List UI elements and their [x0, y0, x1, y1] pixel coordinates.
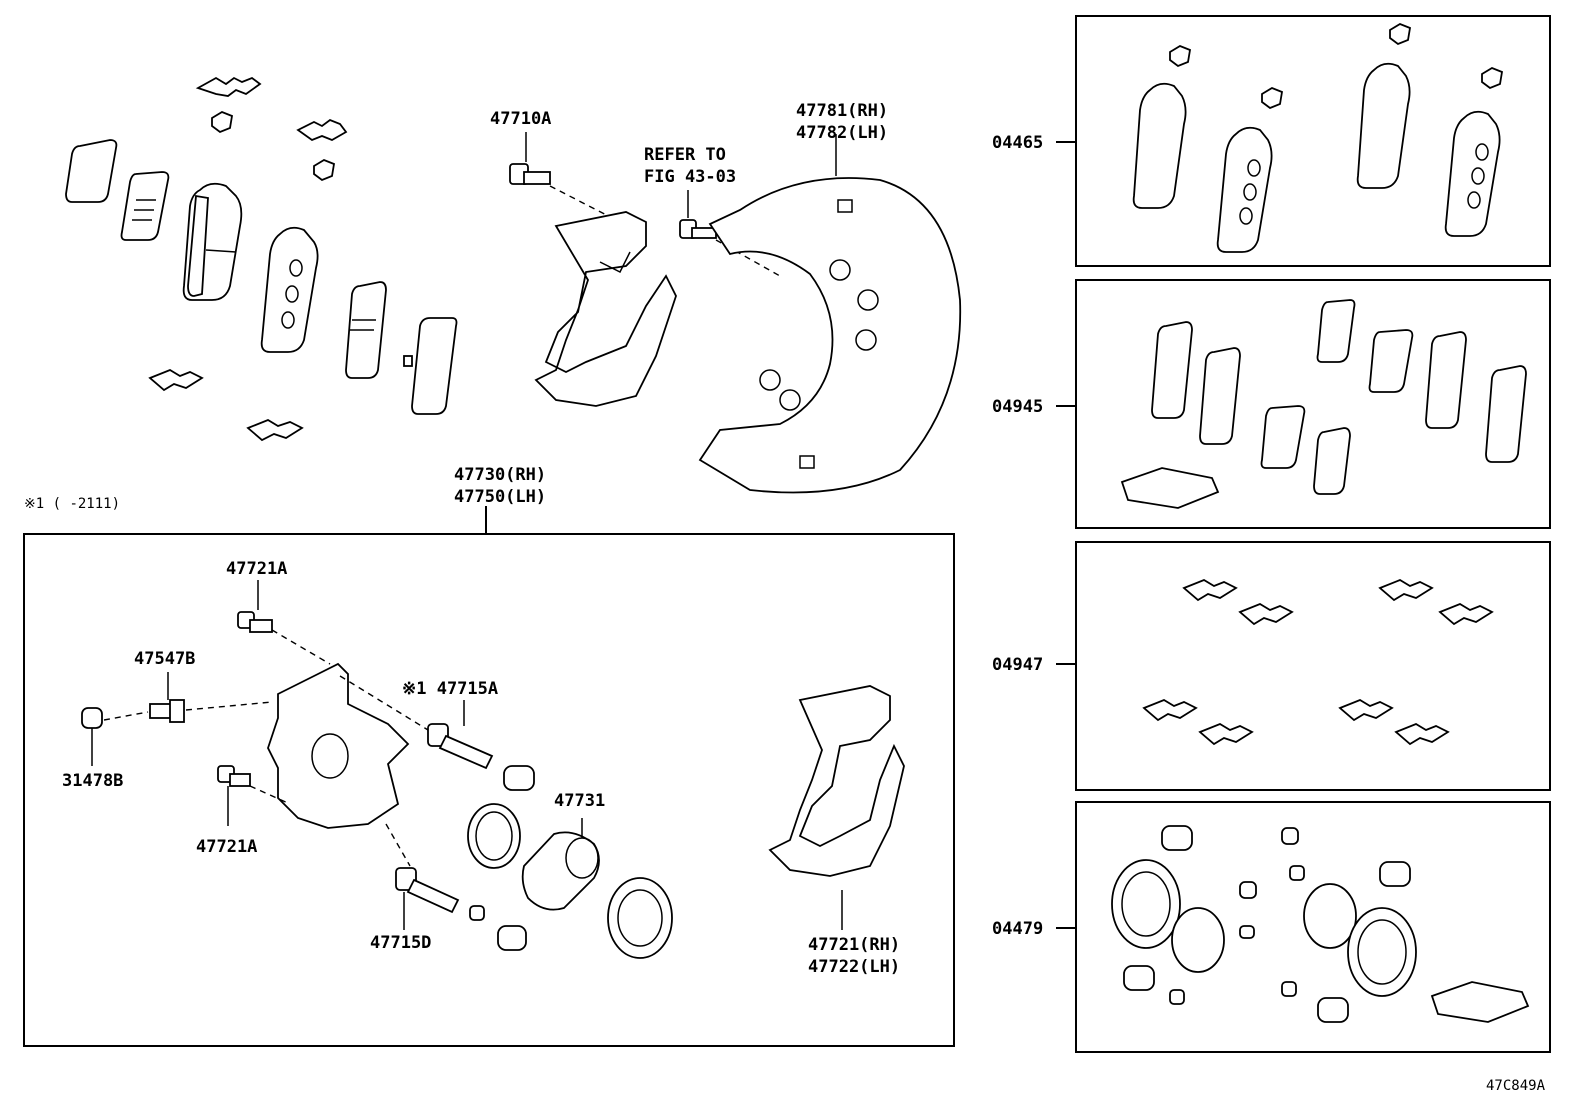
label-04465: 04465 — [992, 133, 1043, 153]
piston-seal — [467, 803, 521, 869]
caliper-mounting-lower — [768, 685, 905, 930]
anti-squeal-shim-4 — [403, 317, 458, 415]
label-47710a: 47710A — [490, 109, 551, 129]
label-47722: 47722(LH) — [808, 957, 900, 977]
bush-lower — [469, 905, 527, 951]
cylinder-boot — [607, 877, 673, 959]
bolt-47710a — [509, 132, 621, 223]
disc-brake-pad-inner — [260, 226, 319, 353]
boot-upper — [503, 765, 535, 791]
label-04479: 04479 — [992, 919, 1043, 939]
figure-id: 47C849A — [1486, 1078, 1546, 1094]
label-47750: 47750(LH) — [454, 487, 546, 507]
kit-04945-shims — [1120, 299, 1527, 509]
label-47721: 47721(RH) — [808, 935, 900, 955]
label-47721a-upper: 47721A — [226, 559, 287, 579]
bolt-47721a-lower — [217, 765, 291, 826]
label-04945: 04945 — [992, 397, 1043, 417]
anti-squeal-shim-1 — [65, 139, 118, 203]
bleeder-plug-47547b — [103, 672, 273, 723]
anti-squeal-shim-3 — [345, 281, 387, 379]
label-47721a-lower: 47721A — [196, 837, 257, 857]
label-31478b: 31478B — [62, 771, 123, 791]
disc-brake-dust-cover — [698, 134, 962, 494]
kit-04465-pads — [1132, 22, 1504, 253]
label-47547b: 47547B — [134, 649, 195, 669]
caliper-assembly-box — [23, 533, 955, 1047]
disc-brake-pad-outer — [182, 182, 243, 301]
shim-clips-bottom — [148, 368, 304, 442]
label-refer-fig: FIG 43-03 — [644, 167, 736, 187]
label-47715d: 47715D — [370, 933, 431, 953]
kit-box-04947 — [1075, 541, 1551, 791]
bolt-47721a-upper — [237, 580, 331, 665]
piston-47731 — [521, 818, 600, 911]
shim-clips-top — [195, 76, 348, 182]
label-47731: 47731 — [554, 791, 605, 811]
pin-47715d — [385, 823, 460, 930]
caliper-mounting-upper — [534, 211, 677, 407]
label-47730: 47730(RH) — [454, 465, 546, 485]
label-47782: 47782(LH) — [796, 123, 888, 143]
kit-04479-seals — [1111, 825, 1530, 1023]
kit-04947-clips — [1142, 578, 1494, 746]
label-04947: 04947 — [992, 655, 1043, 675]
kit-box-04945 — [1075, 279, 1551, 529]
anti-squeal-shim-2 — [120, 171, 170, 241]
label-footnote: ※1 ( -2111) — [24, 496, 120, 512]
label-47781: 47781(RH) — [796, 101, 888, 121]
caliper-body — [267, 662, 410, 829]
label-47715a: ※1 47715A — [402, 679, 498, 699]
pin-47715a — [339, 675, 494, 770]
label-refer-to: REFER TO — [644, 145, 726, 165]
cap-31478b — [81, 707, 103, 766]
